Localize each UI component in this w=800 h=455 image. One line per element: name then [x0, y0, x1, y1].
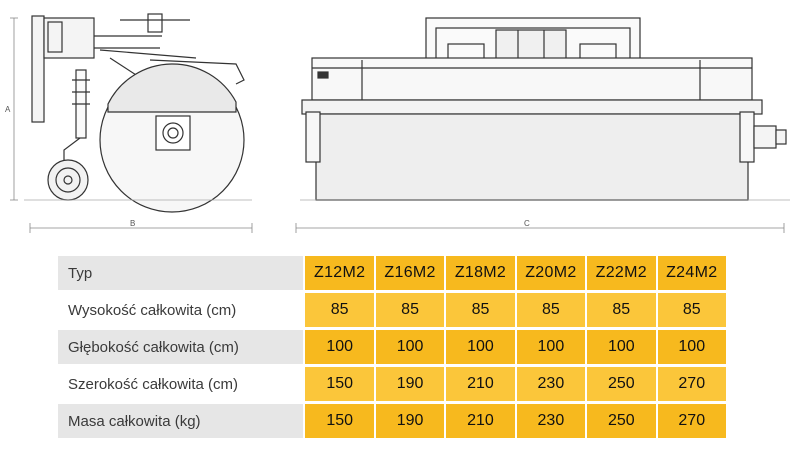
- table-cell: 190: [375, 404, 447, 441]
- table-cell: 230: [516, 367, 588, 404]
- model-header: Z24M2: [657, 256, 728, 293]
- table-cell: 85: [446, 293, 517, 330]
- table-cell: 100: [446, 330, 517, 367]
- table-cell: 150: [305, 367, 376, 404]
- model-header: Z18M2: [446, 256, 517, 293]
- table-cell: 85: [305, 293, 376, 330]
- table-row: Głębokość całkowita (cm) 100 100 100 100…: [58, 330, 728, 367]
- table-cell: 85: [516, 293, 588, 330]
- row-label: Wysokość całkowita (cm): [58, 293, 306, 330]
- model-header: Z16M2: [375, 256, 447, 293]
- model-header: Z22M2: [587, 256, 658, 293]
- table-cell: 100: [375, 330, 447, 367]
- table-row: Szerokość całkowita (cm) 150 190 210 230…: [58, 367, 728, 404]
- model-header: Z12M2: [305, 256, 376, 293]
- table-cell: 100: [587, 330, 658, 367]
- header-label: Typ: [58, 256, 306, 293]
- table-cell: 250: [587, 367, 658, 404]
- table-cell: 100: [516, 330, 588, 367]
- table-cell: 230: [516, 404, 588, 441]
- table-cell: 85: [587, 293, 658, 330]
- table-cell: 100: [305, 330, 376, 367]
- table-header-row: Typ Z12M2 Z16M2 Z18M2 Z20M2 Z22M2 Z24M2: [58, 256, 728, 293]
- table-cell: 210: [446, 404, 517, 441]
- row-label: Masa całkowita (kg): [58, 404, 306, 441]
- technical-drawing: A B C: [5, 13, 790, 233]
- dimension-label-c: C: [524, 219, 530, 228]
- dimension-label-b: B: [130, 219, 135, 228]
- table-row: Wysokość całkowita (cm) 85 85 85 85 85 8…: [58, 293, 728, 330]
- table-cell: 150: [305, 404, 376, 441]
- row-label: Szerokość całkowita (cm): [58, 367, 306, 404]
- dimension-label-a: A: [5, 105, 11, 114]
- table-cell: 85: [657, 293, 728, 330]
- table-cell: 190: [375, 367, 447, 404]
- table-cell: 210: [446, 367, 517, 404]
- model-header: Z20M2: [516, 256, 588, 293]
- spec-table: Typ Z12M2 Z16M2 Z18M2 Z20M2 Z22M2 Z24M2 …: [58, 256, 728, 441]
- table-row: Masa całkowita (kg) 150 190 210 230 250 …: [58, 404, 728, 441]
- table-cell: 85: [375, 293, 447, 330]
- table-cell: 270: [657, 367, 728, 404]
- row-label: Głębokość całkowita (cm): [58, 330, 306, 367]
- table-cell: 250: [587, 404, 658, 441]
- table-cell: 100: [657, 330, 728, 367]
- table-cell: 270: [657, 404, 728, 441]
